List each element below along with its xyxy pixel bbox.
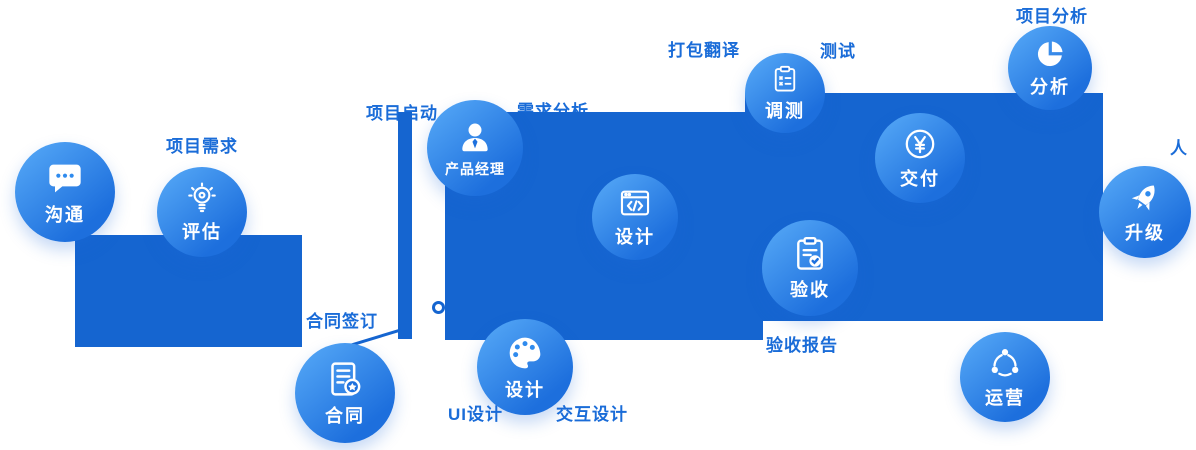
caption-partial-text: 人	[1170, 139, 1188, 158]
caption-ui-design: UI设计	[448, 405, 503, 424]
caption-project-analysis: 项目分析	[1016, 7, 1088, 26]
node-product-manager: 产品经理	[427, 100, 523, 196]
node-label: 运营	[985, 387, 1025, 408]
caption-contract-signing: 合同签订	[306, 312, 378, 331]
node-label: 交付	[900, 168, 940, 189]
node-communication: 沟通	[15, 142, 115, 242]
node-label: 产品经理	[445, 160, 505, 177]
yen-coin-icon	[902, 126, 938, 162]
node-label: 验收	[790, 279, 830, 300]
node-design-dev: 设计	[592, 174, 678, 260]
node-label: 评估	[182, 221, 222, 242]
flow-panel-strip	[398, 112, 412, 339]
lightbulb-icon	[185, 181, 219, 215]
chat-icon	[45, 158, 85, 198]
caption-package-translation: 打包翻译	[668, 41, 740, 60]
person-icon	[456, 118, 494, 156]
node-label: 分析	[1030, 76, 1070, 97]
node-analysis: 分析	[1008, 26, 1092, 110]
caption-acceptance-report: 验收报告	[766, 336, 838, 355]
node-delivery: 交付	[875, 113, 965, 203]
network-icon	[987, 345, 1023, 381]
connector-dot	[432, 301, 445, 314]
node-label: 升级	[1125, 222, 1165, 243]
node-upgrade: 升级	[1099, 166, 1191, 258]
pie-chart-icon	[1034, 38, 1066, 70]
clipboard-check-icon	[791, 235, 829, 273]
contract-icon	[325, 359, 365, 399]
node-operation: 运营	[960, 332, 1050, 422]
node-label: 沟通	[45, 204, 85, 225]
node-label: 调测	[765, 100, 805, 121]
node-acceptance: 验收	[762, 220, 858, 316]
node-evaluation: 评估	[157, 167, 247, 257]
caption-testing: 测试	[820, 42, 856, 61]
node-label: 设计	[505, 379, 545, 400]
node-contract: 合同	[295, 343, 395, 443]
palette-icon	[505, 333, 545, 373]
rocket-icon	[1127, 180, 1163, 216]
code-window-icon	[618, 186, 652, 220]
node-label: 合同	[325, 405, 365, 426]
node-design-ui: 设计	[477, 319, 573, 415]
clipboard-list-icon	[770, 64, 800, 94]
node-debug: 调测	[745, 53, 825, 133]
caption-interaction-design: 交互设计	[556, 405, 628, 424]
caption-project-requirements: 项目需求	[166, 137, 238, 156]
node-label: 设计	[615, 226, 655, 247]
